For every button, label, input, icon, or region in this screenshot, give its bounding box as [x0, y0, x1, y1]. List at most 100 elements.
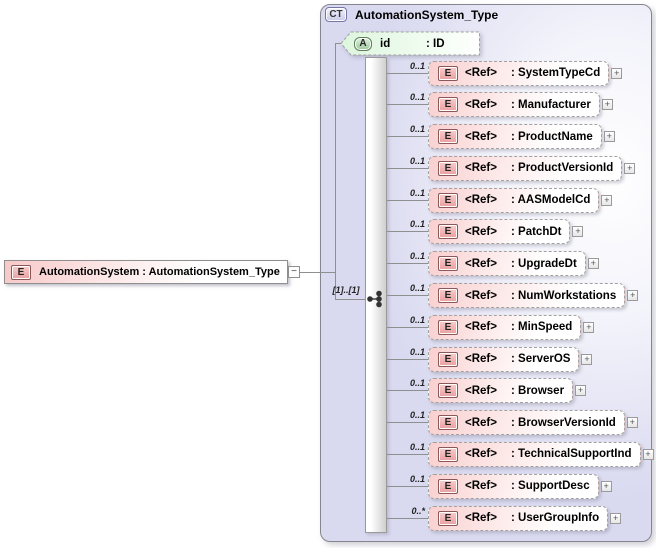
element-ref-name: : BrowserVersionId	[511, 416, 616, 429]
expand-button[interactable]: +	[642, 448, 654, 460]
element-cardinality: 0..1	[409, 92, 425, 103]
connector-trunk-line	[335, 43, 336, 300]
element-cardinality: 0..1	[409, 219, 425, 230]
sequence-bar[interactable]	[365, 57, 387, 533]
element-badge: E	[438, 319, 458, 335]
element-ref-name: : ServerOS	[511, 353, 571, 366]
element-ref-box[interactable]: E <Ref> : Manufacturer	[428, 92, 600, 118]
expand-button[interactable]: +	[581, 353, 593, 365]
element-ref-box[interactable]: E <Ref> : TechnicalSupportInd	[428, 441, 641, 467]
expand-button[interactable]: +	[572, 226, 584, 238]
element-ref-box[interactable]: E <Ref> : MinSpeed	[428, 314, 582, 340]
expand-button[interactable]: +	[624, 162, 636, 174]
element-ref-label: <Ref>	[465, 98, 497, 111]
element-badge: E	[438, 383, 458, 399]
element-ref-connector: 0..1	[387, 283, 428, 308]
element-ref-connector: 0..1	[387, 156, 428, 181]
connector-entry-line	[300, 272, 335, 273]
element-ref-row: 0..1 E <Ref> : Browser +	[387, 378, 587, 404]
element-ref-name: : ProductName	[511, 130, 593, 143]
element-cardinality: 0..*	[411, 505, 425, 516]
element-ref-label: <Ref>	[465, 353, 497, 366]
element-badge: E	[438, 192, 458, 208]
attribute-shape	[340, 31, 480, 56]
element-ref-box[interactable]: E <Ref> : SystemTypeCd	[428, 60, 610, 86]
element-ref-connector: 0..*	[387, 506, 428, 531]
connector-branch-line	[387, 231, 428, 233]
connector-branch-line	[387, 517, 428, 519]
element-ref-name: : UserGroupInfo	[511, 512, 600, 524]
expand-button[interactable]: +	[583, 321, 595, 333]
expand-button[interactable]: +	[626, 417, 638, 429]
expand-button[interactable]: +	[610, 512, 622, 524]
element-badge: E	[438, 415, 458, 431]
element-badge: E	[438, 160, 458, 176]
expand-button[interactable]: +	[611, 67, 623, 79]
element-ref-box[interactable]: E <Ref> : AASModelCd	[428, 187, 600, 213]
sequence-icon[interactable]	[366, 290, 386, 308]
element-ref-box[interactable]: E <Ref> : SupportDesc	[428, 473, 599, 499]
element-badge: E	[438, 351, 458, 367]
element-ref-box[interactable]: E <Ref> : NumWorkstations	[428, 283, 626, 308]
element-ref-row: 0..1 E <Ref> : PatchDt +	[387, 219, 584, 245]
connector-branch-line	[387, 167, 428, 169]
expand-button[interactable]: +	[603, 131, 615, 143]
element-ref-row: 0..1 E <Ref> : TechnicalSupportInd +	[387, 441, 654, 467]
element-ref-label: <Ref>	[465, 67, 497, 79]
element-ref-name: : UpgradeDt	[511, 257, 577, 270]
element-ref-row: 0..1 E <Ref> : AASModelCd +	[387, 187, 613, 213]
attribute-badge: A	[354, 36, 372, 51]
element-ref-label: <Ref>	[465, 194, 497, 207]
element-ref-label: <Ref>	[465, 257, 497, 270]
connector-branch-line	[387, 485, 428, 487]
attribute-content: A id : ID	[354, 31, 481, 56]
connector-branch-line	[387, 104, 428, 106]
element-ref-connector: 0..1	[387, 92, 428, 117]
collapse-toggle[interactable]: −	[288, 266, 300, 278]
element-cardinality: 0..1	[409, 124, 425, 135]
element-ref-box[interactable]: E <Ref> : ProductVersionId	[428, 155, 623, 181]
element-ref-connector: 0..1	[387, 410, 428, 435]
expand-button[interactable]: +	[601, 194, 613, 206]
element-ref-box[interactable]: E <Ref> : UserGroupInfo	[428, 505, 609, 531]
element-badge: E	[438, 129, 458, 145]
expand-button[interactable]: +	[627, 290, 639, 301]
global-element-label: AutomationSystem : AutomationSystem_Type	[39, 266, 280, 278]
expand-button[interactable]: +	[575, 385, 587, 397]
element-ref-connector: 0..1	[387, 442, 428, 467]
element-cardinality: 0..1	[409, 441, 425, 452]
element-ref-connector: 0..1	[387, 378, 428, 403]
element-ref-row: 0..* E <Ref> : UserGroupInfo +	[387, 505, 622, 531]
element-ref-row: 0..1 E <Ref> : ProductName +	[387, 124, 615, 150]
connector-branch-line	[387, 72, 428, 74]
element-ref-box[interactable]: E <Ref> : BrowserVersionId	[428, 410, 625, 436]
element-ref-box[interactable]: E <Ref> : ProductName	[428, 124, 602, 150]
attribute-id[interactable]: A id : ID	[340, 31, 481, 56]
element-badge: E	[438, 65, 458, 81]
element-ref-box[interactable]: E <Ref> : Browser	[428, 378, 574, 404]
expand-button[interactable]: +	[587, 258, 599, 270]
element-badge: E	[438, 478, 458, 494]
attribute-type: : ID	[426, 37, 445, 50]
element-ref-box[interactable]: E <Ref> : PatchDt	[428, 219, 571, 245]
element-ref-label: <Ref>	[465, 225, 497, 238]
expand-button[interactable]: +	[600, 480, 612, 492]
expand-button[interactable]: +	[601, 99, 613, 111]
element-ref-row: 0..1 E <Ref> : SystemTypeCd +	[387, 60, 623, 86]
element-ref-row: 0..1 E <Ref> : UpgradeDt +	[387, 251, 599, 277]
connector-branch-line	[387, 136, 428, 138]
element-ref-name: : Manufacturer	[511, 98, 591, 111]
element-cardinality: 0..1	[409, 314, 425, 325]
element-ref-name: : TechnicalSupportInd	[511, 448, 632, 461]
element-cardinality: 0..1	[409, 346, 425, 357]
element-ref-connector: 0..1	[387, 124, 428, 149]
element-ref-box[interactable]: E <Ref> : UpgradeDt	[428, 251, 586, 277]
element-ref-label: <Ref>	[465, 130, 497, 143]
connector-branch-line	[387, 422, 428, 424]
element-ref-label: <Ref>	[465, 289, 497, 302]
global-element-automationsystem[interactable]: E AutomationSystem : AutomationSystem_Ty…	[4, 260, 288, 284]
element-cardinality: 0..1	[409, 60, 425, 71]
element-ref-box[interactable]: E <Ref> : ServerOS	[428, 346, 580, 372]
element-cardinality: 0..1	[409, 410, 425, 421]
